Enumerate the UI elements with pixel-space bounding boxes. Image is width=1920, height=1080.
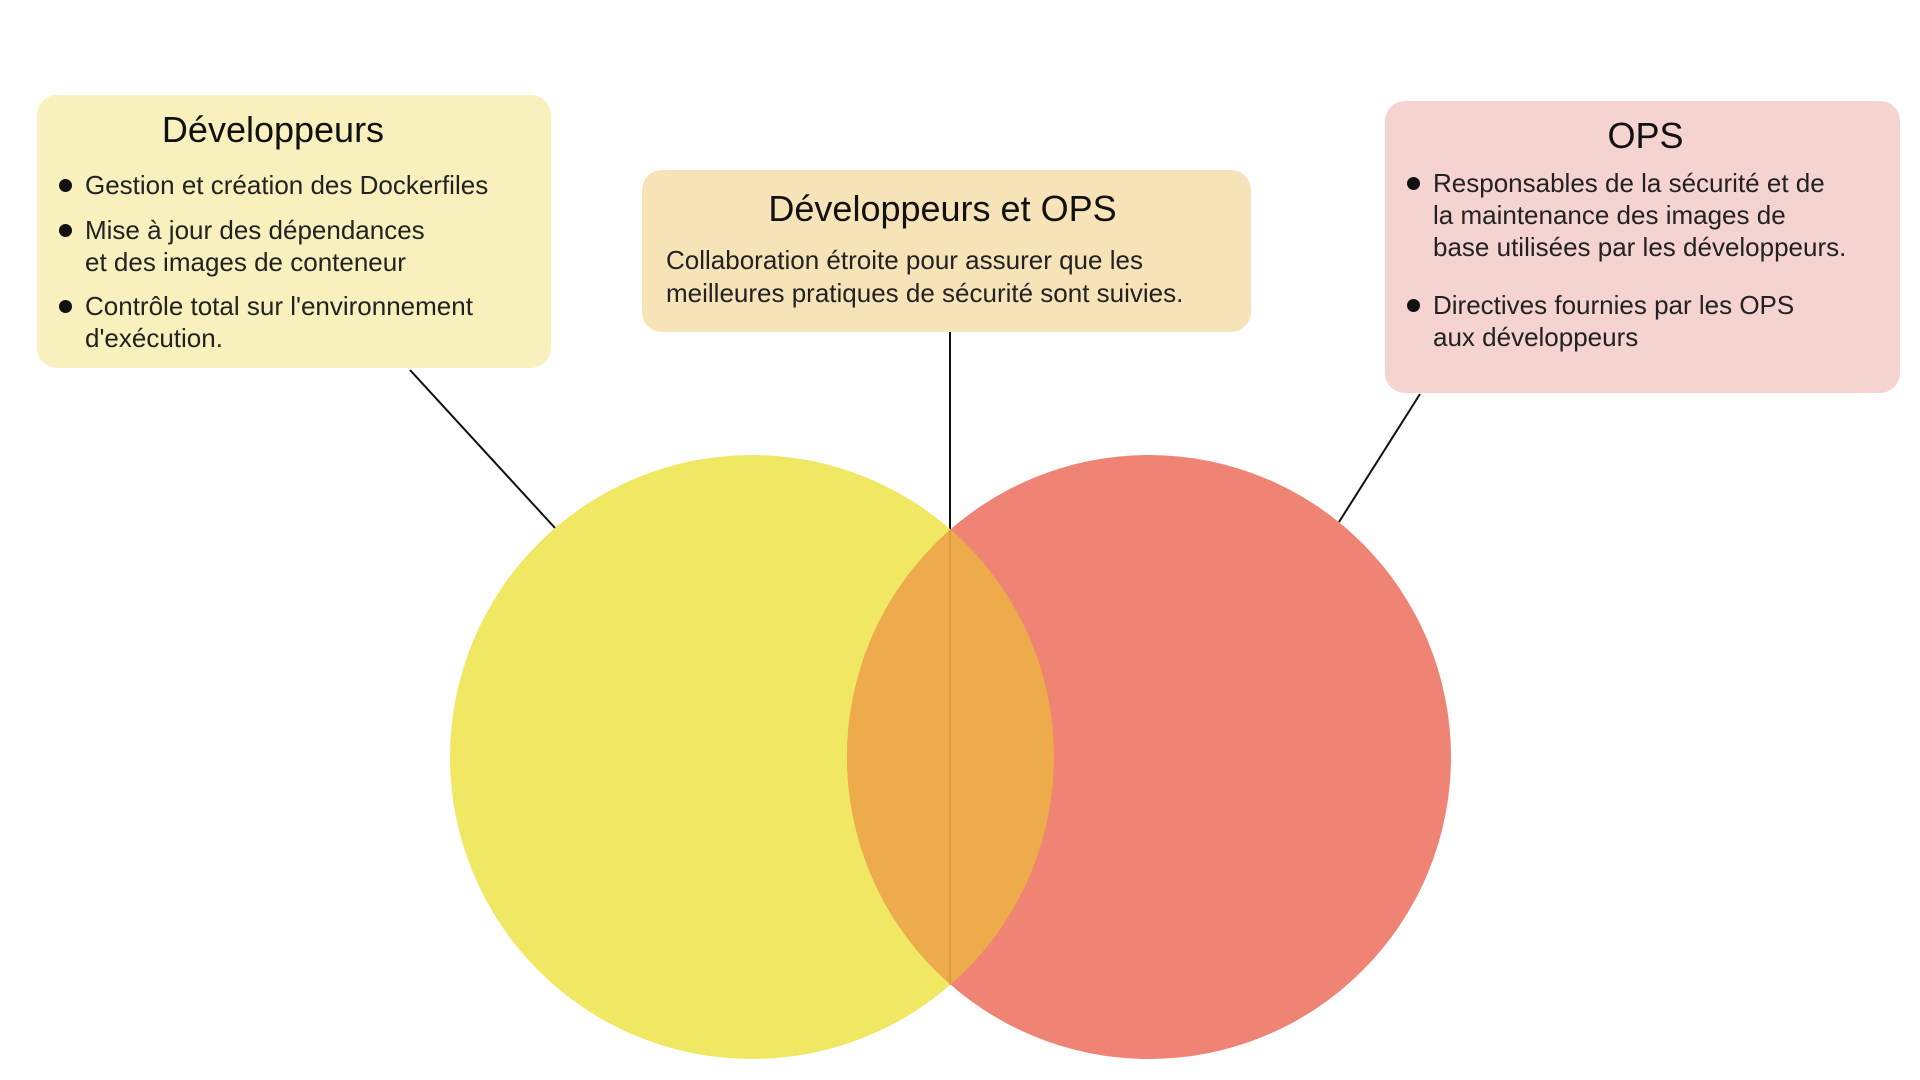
connector-ops <box>1338 393 1421 523</box>
description-line: Collaboration étroite pour assurer que l… <box>666 245 1143 275</box>
intersection-card: Développeurs et OPS Collaboration étroit… <box>642 170 1251 332</box>
ops-list: Responsables de la sécurité et de la mai… <box>1407 167 1884 353</box>
intersection-description: Collaboration étroite pour assurer que l… <box>666 244 1231 310</box>
list-item: Responsables de la sécurité et de la mai… <box>1407 167 1884 263</box>
list-item: Mise à jour des dépendances et des image… <box>59 214 531 278</box>
developers-card: Développeurs Gestion et création des Doc… <box>37 95 551 368</box>
list-item-line: Contrôle total sur l'environnement <box>85 291 473 321</box>
list-item-line: d'exécution. <box>85 323 223 353</box>
list-item-line: la maintenance des images de <box>1433 200 1786 230</box>
ops-card: OPS Responsables de la sécurité et de la… <box>1385 101 1900 393</box>
list-item-line: Mise à jour des dépendances <box>85 215 425 245</box>
intersection-lens <box>847 455 1054 1059</box>
connector-developers <box>409 369 556 529</box>
list-item: Gestion et création des Dockerfiles <box>59 169 531 201</box>
list-item-line: et des images de conteneur <box>85 247 406 277</box>
ops-title: OPS <box>1607 115 1684 156</box>
developers-list: Gestion et création des Dockerfiles Mise… <box>59 169 531 354</box>
description-line: meilleures pratiques de sécurité sont su… <box>666 278 1184 308</box>
list-item: Directives fournies par les OPS aux déve… <box>1407 289 1884 353</box>
list-item-line: aux développeurs <box>1433 322 1639 352</box>
developers-title: Développeurs <box>161 109 385 150</box>
list-item-line: Responsables de la sécurité et de <box>1433 168 1825 198</box>
list-item-line: base utilisées par les développeurs. <box>1433 232 1847 262</box>
intersection-title: Développeurs et OPS <box>768 188 1117 229</box>
list-item: Contrôle total sur l'environnement d'exé… <box>59 290 531 354</box>
list-item-line: Directives fournies par les OPS <box>1433 290 1795 320</box>
list-item-line: Gestion et création des Dockerfiles <box>85 170 489 200</box>
